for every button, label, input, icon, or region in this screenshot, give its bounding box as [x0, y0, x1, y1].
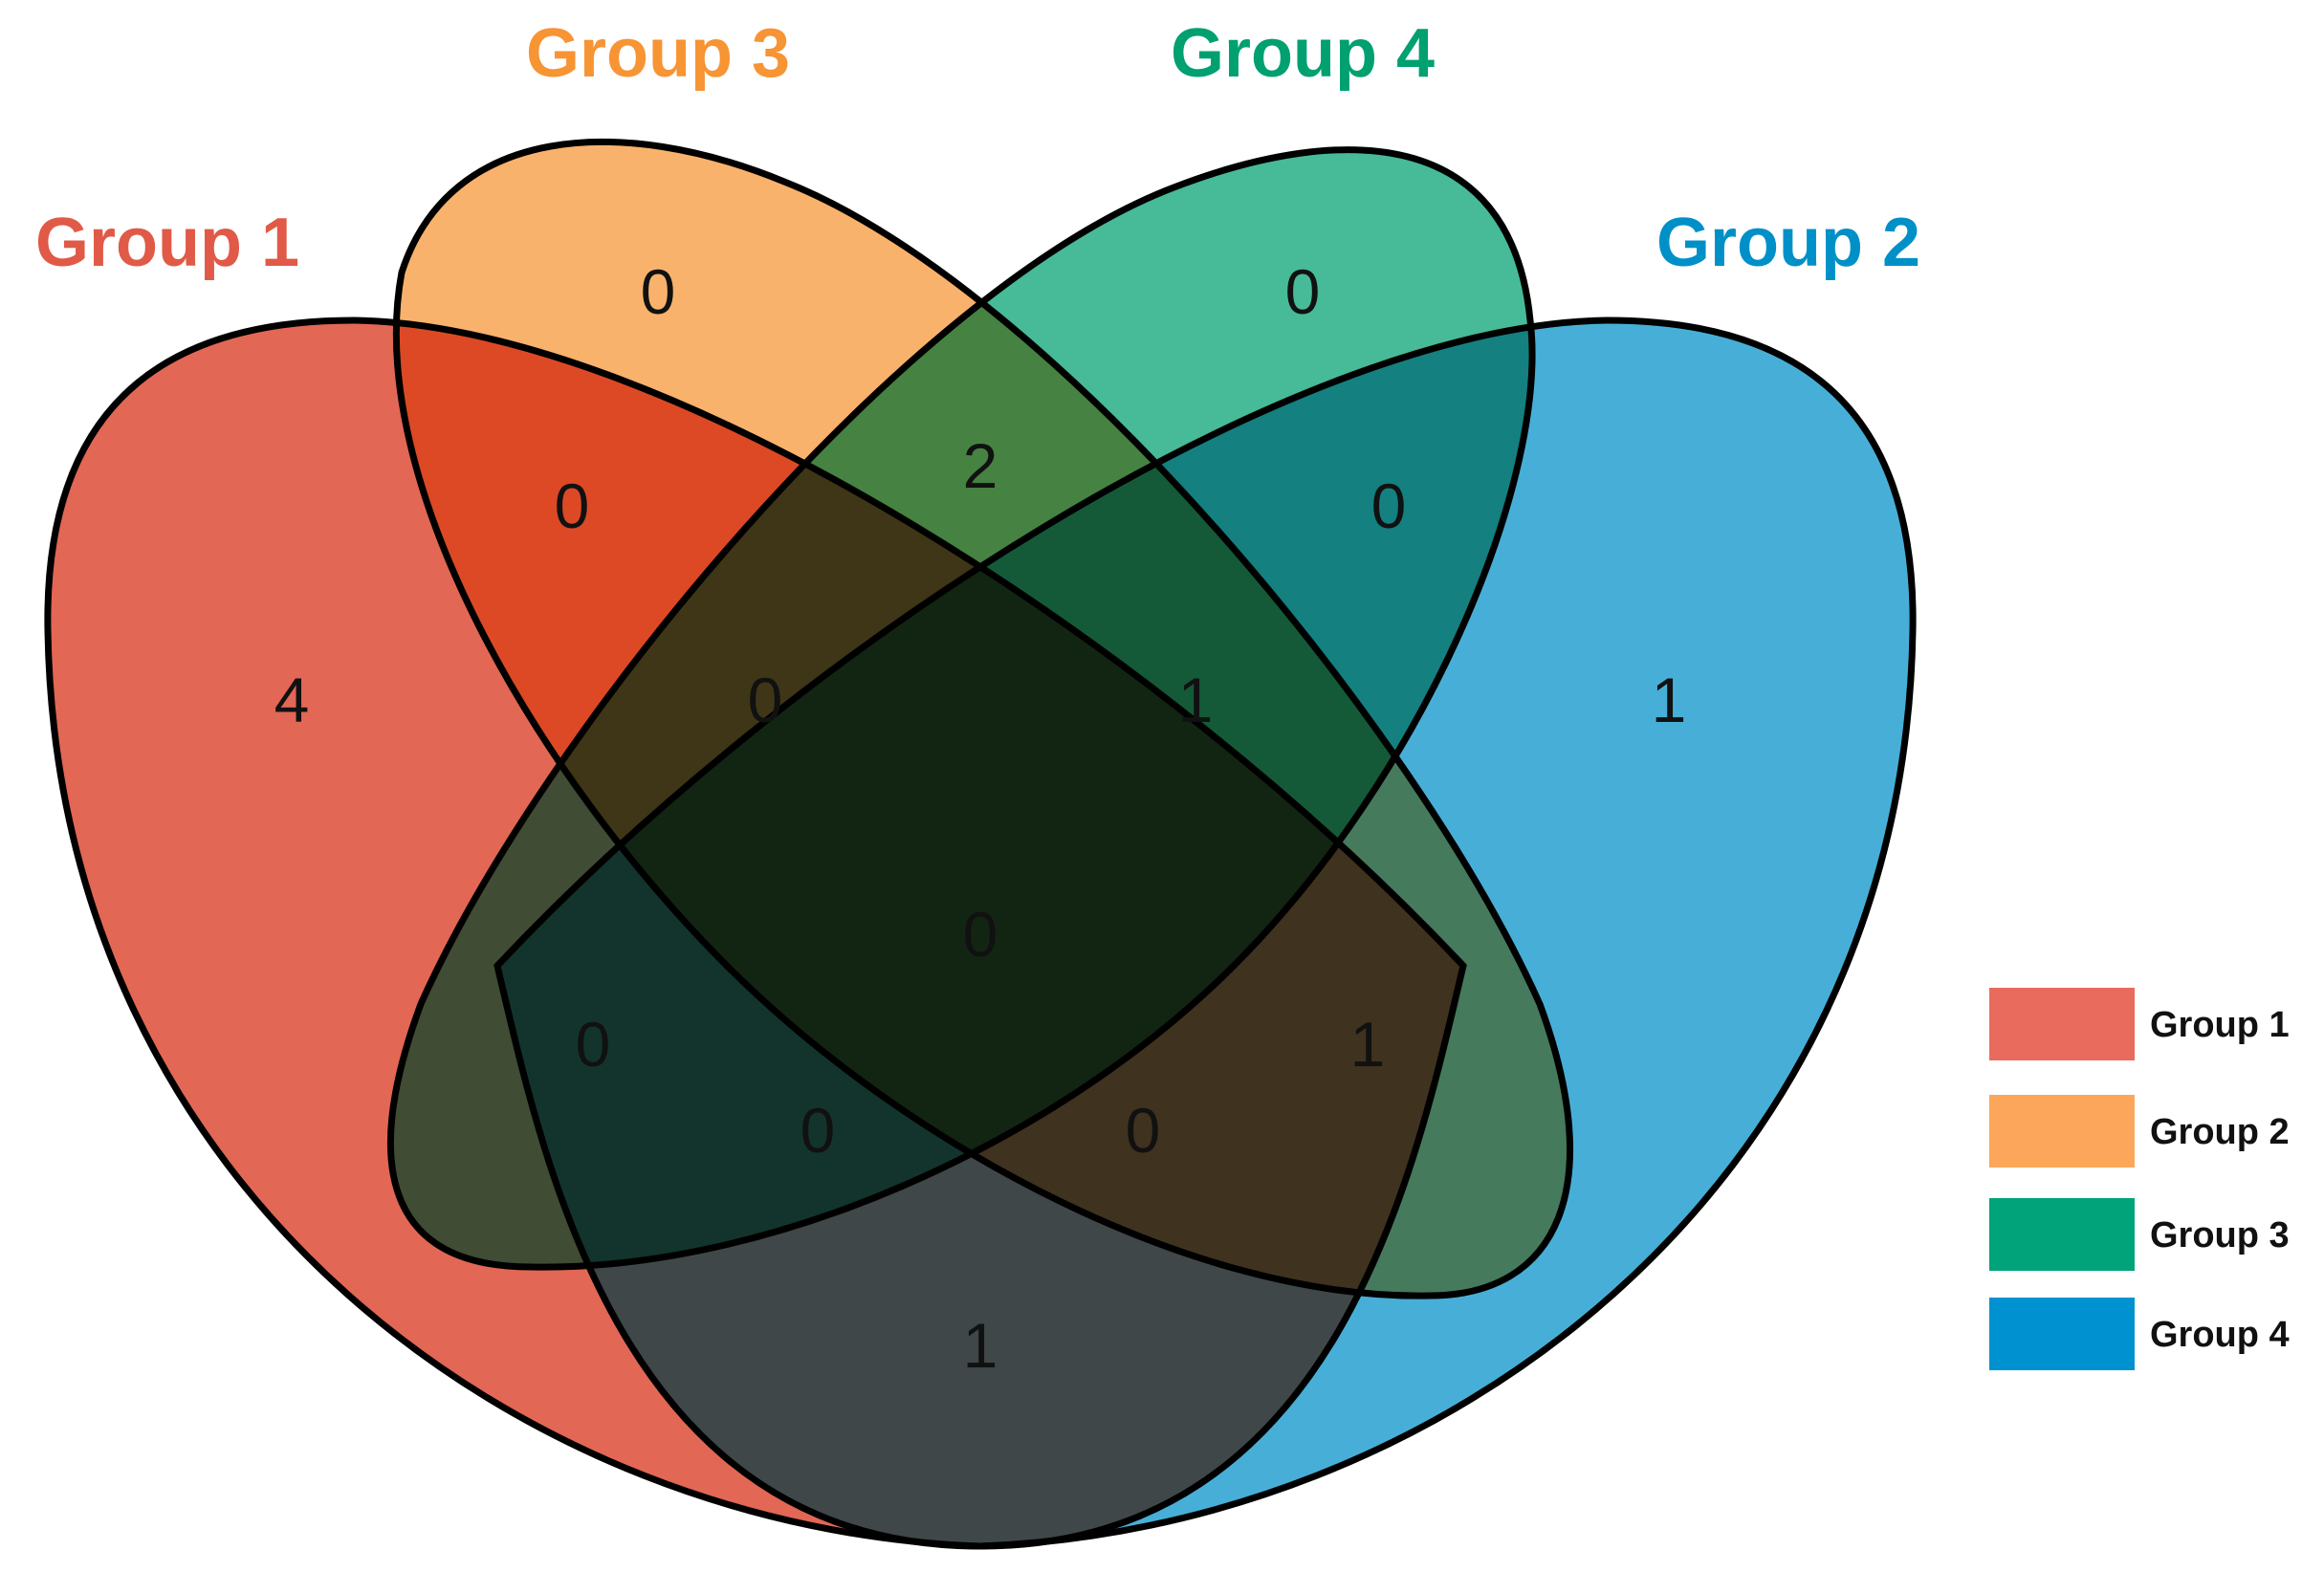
set-title-group-1: Group 1 [35, 205, 299, 281]
legend-swatch [1989, 1298, 2135, 1370]
legend-label: Group 4 [2150, 1315, 2290, 1355]
legend-item: Group 3 [1989, 1198, 2290, 1271]
count-group-1-2-4: 0 [800, 1095, 836, 1166]
count-group-2-4: 0 [1371, 470, 1407, 541]
count-group-1-2-3: 0 [1126, 1095, 1161, 1166]
set-outline-group-4 [387, 146, 1536, 1271]
legend-swatch [1989, 1198, 2135, 1271]
count-group-1-only: 4 [274, 665, 310, 735]
count-all-groups: 0 [963, 899, 998, 970]
count-group-1-3-4: 0 [748, 665, 783, 735]
set-titles: Group 1 Group 3 Group 4 Group 2 [35, 15, 1920, 281]
legend-label: Group 3 [2150, 1215, 2290, 1255]
set-outline-group-3 [392, 138, 1573, 1299]
legend-swatch [1989, 988, 2135, 1060]
set-outline-group-1 [44, 317, 1467, 1550]
legend-item: Group 4 [1989, 1298, 2290, 1370]
legend-swatch [1989, 1095, 2135, 1168]
set-title-group-3: Group 3 [526, 15, 790, 92]
set-shape-group-4 [390, 149, 1533, 1268]
count-group-3-only: 0 [641, 256, 676, 327]
legend-label: Group 2 [2150, 1112, 2290, 1152]
count-group-3-4: 2 [963, 430, 998, 501]
count-group-1-4: 0 [576, 1009, 611, 1080]
set-outlines [44, 138, 1917, 1550]
count-group-2-3-4: 1 [1178, 665, 1214, 735]
region-counts: 4 1 0 0 0 2 0 0 1 0 0 1 0 0 1 [274, 256, 1687, 1381]
set-title-group-2: Group 2 [1656, 205, 1920, 281]
set-fills [47, 142, 1914, 1546]
set-outline-group-2 [493, 317, 1917, 1550]
legend: Group 1 Group 2 Group 3 Group 4 [1989, 988, 2290, 1370]
count-group-2-only: 1 [1652, 665, 1687, 735]
count-group-1-2: 1 [963, 1310, 998, 1381]
count-group-2-3: 1 [1350, 1009, 1386, 1080]
legend-item: Group 1 [1989, 988, 2290, 1060]
count-group-1-3: 0 [555, 470, 590, 541]
legend-item: Group 2 [1989, 1095, 2290, 1168]
set-title-group-4: Group 4 [1171, 15, 1435, 92]
legend-label: Group 1 [2150, 1005, 2290, 1045]
count-group-4-only: 0 [1285, 256, 1321, 327]
